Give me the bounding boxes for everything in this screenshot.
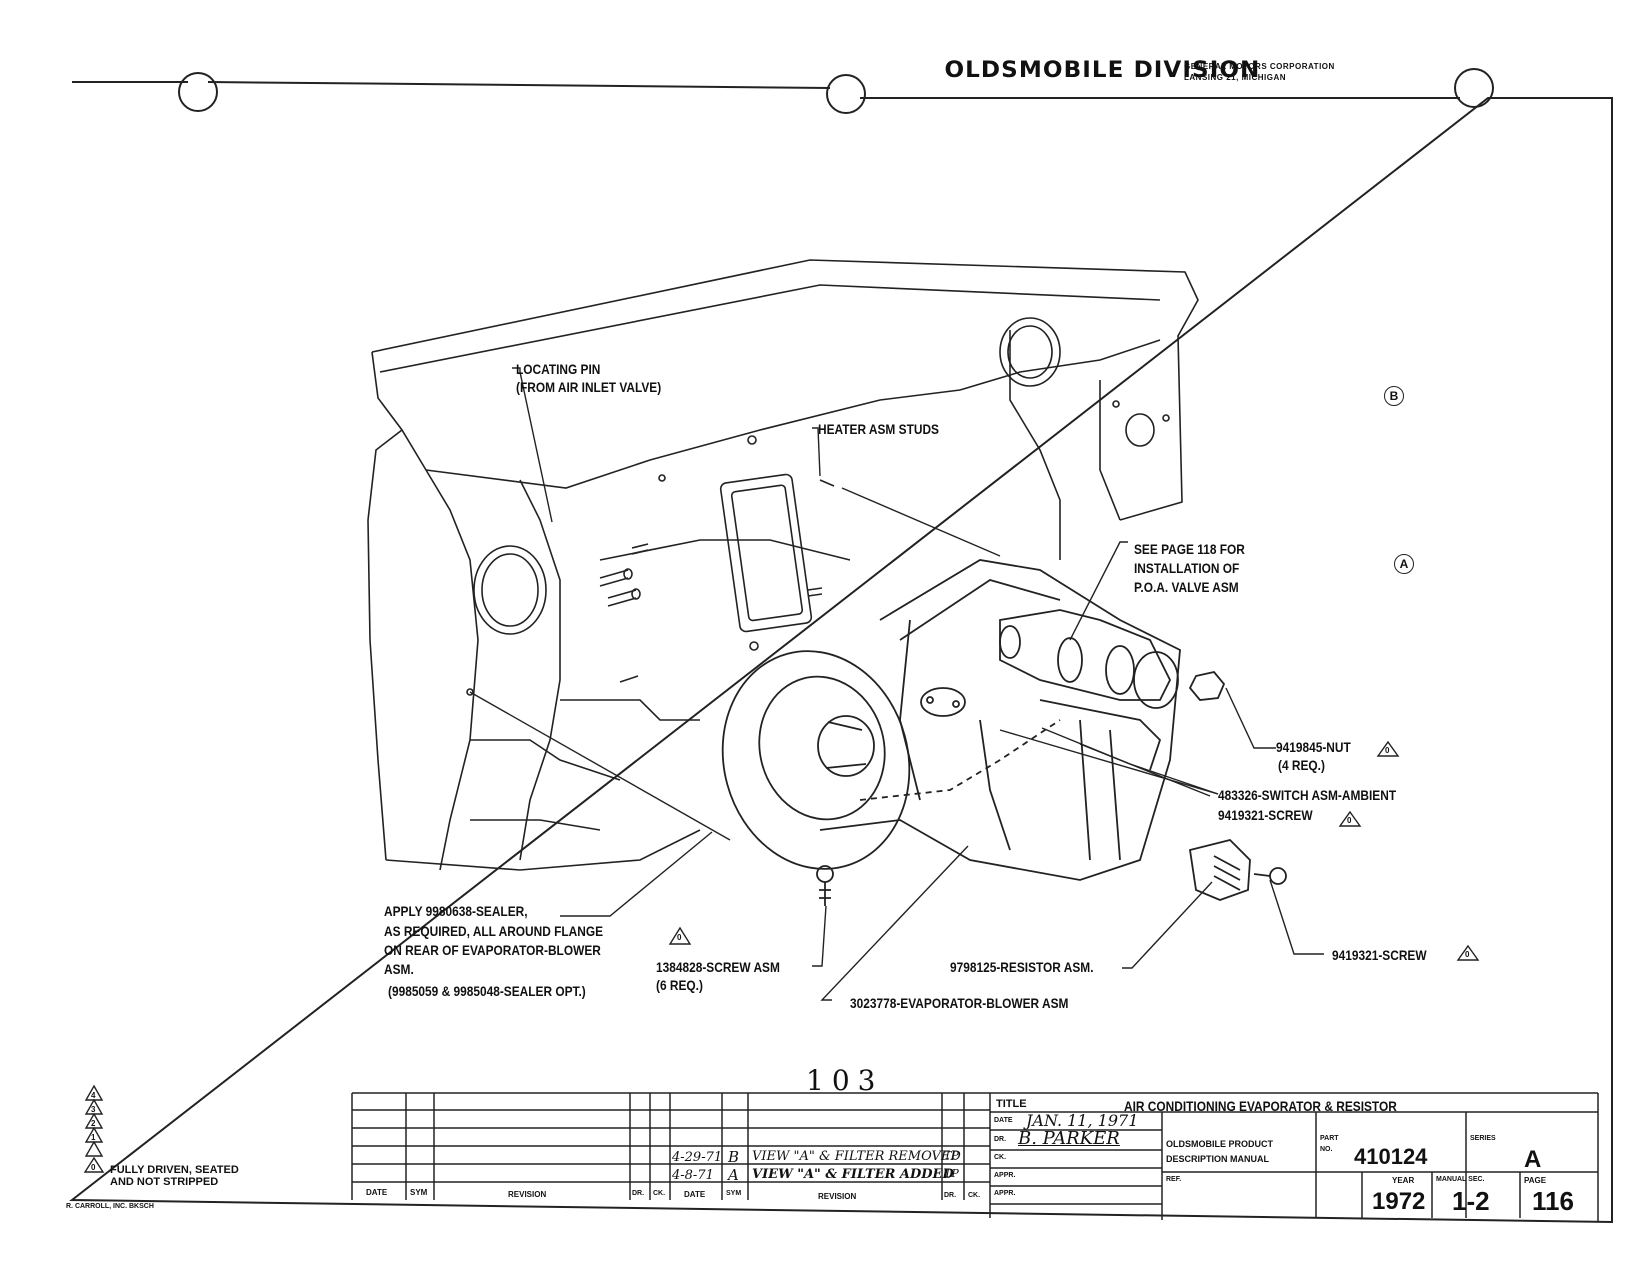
manual-sec-value: 1-2: [1452, 1186, 1490, 1216]
revision-dr-b: TP: [944, 1149, 959, 1162]
manual-line-2: DESCRIPTION MANUAL: [1166, 1154, 1269, 1164]
dr-value: B. PARKER: [1018, 1128, 1120, 1149]
date-value: JAN. 11, 1971: [1026, 1111, 1139, 1130]
leader-lines: [469, 367, 1324, 1001]
punch-hole-left: [178, 72, 218, 112]
rev-header-dr2: DR.: [944, 1192, 957, 1199]
legend-note-1: FULLY DRIVEN, SEATED: [110, 1164, 239, 1176]
appr-label: APPR.: [994, 1172, 1016, 1179]
legend-tri-3: 3: [91, 1105, 96, 1114]
series-label: SERIES: [1470, 1135, 1496, 1142]
revision-date-b: 4-29-71: [672, 1150, 723, 1165]
heater-studs: [599, 479, 835, 683]
label-see-page-2: INSTALLATION OF: [1134, 560, 1240, 576]
part-number: 410124: [1354, 1144, 1428, 1169]
label-see-page-3: P.O.A. VALVE ASM: [1134, 579, 1239, 595]
part-no-label: NO.: [1320, 1146, 1333, 1153]
label-sealer-5: (9985059 & 9985048-SEALER OPT.): [388, 983, 586, 999]
legend-tri-0: 0: [91, 1163, 96, 1172]
label-see-page-1: SEE PAGE 118 FOR: [1134, 541, 1245, 557]
rev-header-date2: DATE: [684, 1190, 706, 1199]
punch-hole-center: [826, 74, 866, 114]
appr-label-2: APPR.: [994, 1190, 1016, 1197]
revision-text-a: VIEW "A" & FILTER ADDED: [752, 1167, 954, 1182]
label-sealer-2: AS REQUIRED, ALL AROUND FLANGE: [384, 923, 604, 939]
legend-tri-4: 4: [91, 1091, 96, 1100]
year-label: YEAR: [1392, 1176, 1415, 1185]
label-sealer-1: APPLY 9980638-SEALER,: [384, 903, 528, 919]
rev-header-sym: SYM: [410, 1188, 428, 1197]
corp-line-2: LANSING 21, MICHIGAN: [1184, 73, 1287, 82]
rev-header-dr: DR.: [632, 1190, 645, 1197]
label-locating-pin: LOCATING PIN: [516, 361, 601, 377]
rev-header-ck: CK.: [653, 1190, 666, 1197]
label-resistor: 9798125-RESISTOR ASM.: [950, 959, 1094, 975]
legend-tri-2: 2: [91, 1119, 96, 1128]
revision-dr-a: TP: [944, 1167, 959, 1180]
label-screw-a: 9419321-SCREW: [1218, 807, 1313, 823]
legend-tri-1: 1: [91, 1133, 96, 1142]
label-nut-qty: (4 REQ.): [1278, 757, 1325, 773]
revision-text-b: VIEW "A" & FILTER REMOVED: [752, 1149, 961, 1164]
page-value: 116: [1532, 1186, 1574, 1216]
rev-header-sym2: SYM: [726, 1190, 742, 1197]
handwritten-page-number: 103: [806, 1064, 884, 1097]
view-b-marker: B: [1384, 386, 1404, 406]
delta-screw-asm-mark: 0: [677, 933, 682, 942]
view-a-marker: A: [1394, 554, 1414, 574]
revision-sym-b: B: [728, 1148, 740, 1166]
delta-nut-mark: 0: [1385, 746, 1390, 755]
date-label: DATE: [994, 1117, 1013, 1124]
label-screw-asm: 1384828-SCREW ASM: [656, 959, 780, 975]
firewall-panel: [367, 259, 1199, 871]
evaporator-blower: [721, 559, 1287, 906]
label-screw-asm-qty: (6 REQ.): [656, 977, 703, 993]
delta-screw-a-mark: 0: [1347, 816, 1352, 825]
revision-sym-a: A: [728, 1166, 739, 1184]
manual-sec-label: MANUAL SEC.: [1436, 1176, 1485, 1183]
label-sealer-4: ASM.: [384, 961, 414, 977]
year-value: 1972: [1372, 1188, 1426, 1215]
division-title: OLDSMOBILE DIVISION: [944, 58, 1261, 83]
legend-note-2: AND NOT STRIPPED: [110, 1176, 219, 1188]
delta-triangles: [668, 740, 1480, 961]
rev-header-ck2: CK.: [968, 1192, 981, 1199]
ref-label: REF.: [1166, 1176, 1182, 1183]
border-frame: [69, 81, 1613, 1224]
drawing-title: AIR CONDITIONING EVAPORATOR & RESISTOR: [1124, 1098, 1397, 1114]
title-block-grid: [351, 1092, 1599, 1222]
label-nut: 9419845-NUT: [1276, 739, 1351, 755]
punch-hole-right: [1454, 68, 1494, 108]
part-label: PART: [1320, 1135, 1339, 1142]
revision-date-a: 4-8-71: [672, 1168, 714, 1183]
label-screw-b: 9419321-SCREW: [1332, 947, 1427, 963]
legend-triangles: [83, 1084, 105, 1173]
page-label: PAGE: [1524, 1176, 1547, 1185]
manual-line-1: OLDSMOBILE PRODUCT: [1166, 1139, 1273, 1149]
label-sealer-3: ON REAR OF EVAPORATOR-BLOWER: [384, 942, 601, 958]
label-heater-studs: HEATER ASM STUDS: [818, 421, 939, 437]
corp-line-1: GENERAL MOTORS CORPORATION: [1184, 62, 1335, 71]
ck-label: CK.: [994, 1154, 1007, 1161]
rev-header-revision: REVISION: [508, 1190, 547, 1199]
rev-header-date: DATE: [366, 1188, 388, 1197]
rev-header-revision2: REVISION: [818, 1192, 857, 1201]
label-evaporator: 3023778-EVAPORATOR-BLOWER ASM: [850, 995, 1069, 1011]
label-switch: 483326-SWITCH ASM-AMBIENT: [1218, 787, 1397, 803]
title-label: TITLE: [996, 1098, 1027, 1110]
dr-label: DR.: [994, 1136, 1007, 1143]
delta-screw-b-mark: 0: [1465, 950, 1470, 959]
footer-printer: R. CARROLL, INC. BKSCH: [66, 1203, 154, 1210]
label-locating-pin-sub: (FROM AIR INLET VALVE): [516, 379, 662, 395]
series-value: A: [1524, 1146, 1542, 1173]
